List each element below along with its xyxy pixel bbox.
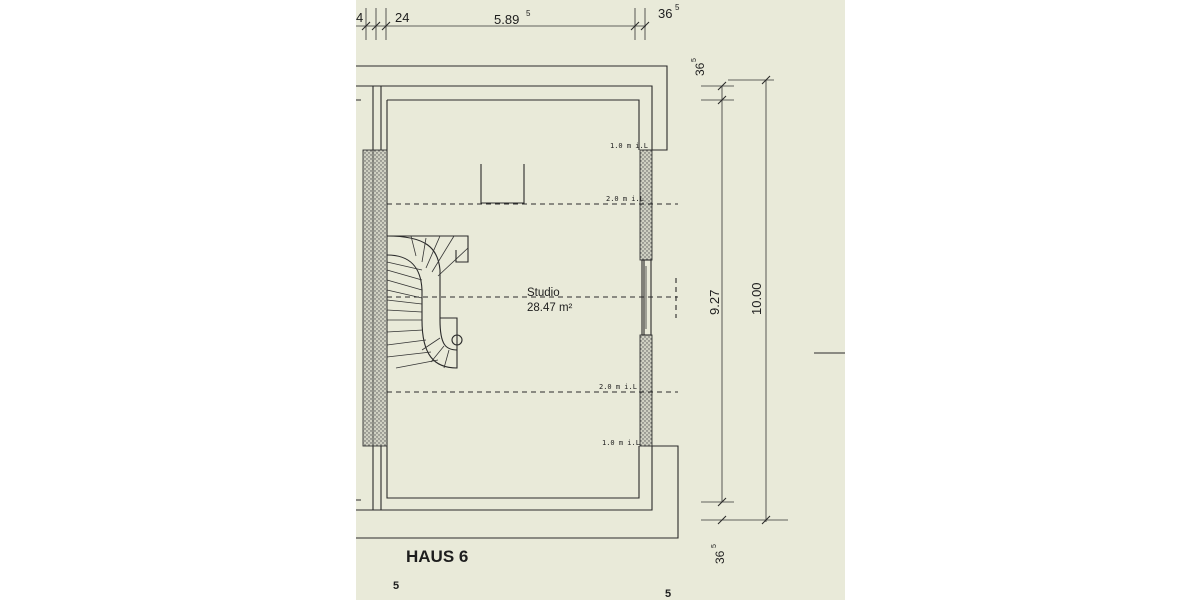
chimney-shaft: [480, 164, 525, 204]
dim-outer-height: 10.00: [749, 282, 764, 315]
right-dimension-chain: [701, 75, 788, 525]
dim-right-bottom-sup: 5: [711, 544, 718, 548]
right-wall-hatch-top: [639, 149, 653, 261]
dim-right-top-sup: 5: [691, 58, 698, 62]
dim-top-a: 24: [395, 10, 409, 25]
left-wall-hatch: [362, 149, 388, 447]
level-label-4: 1.0 m i.L: [602, 439, 640, 447]
footer-right-mark: 5: [665, 588, 671, 600]
footer-left-mark: 5: [393, 580, 399, 592]
dim-top-b-sup: 5: [526, 9, 531, 18]
staircase: [386, 235, 469, 369]
level-label-1: 1.0 m i.L: [610, 142, 648, 150]
top-dimension-chain: [356, 8, 650, 40]
dim-top-c-sup: 5: [675, 3, 680, 12]
dim-right-bottom: 36: [713, 550, 727, 564]
dim-right-top: 36: [693, 62, 707, 76]
house-label: HAUS 6: [406, 547, 468, 566]
dim-top-left-cut: 4: [356, 10, 363, 25]
right-wall-hatch-bottom: [639, 334, 653, 447]
floor-plan-drawing: 4 24 5.89 5 36 5 1.0 m i.L 2.0 m i.L 2.0…: [356, 3, 845, 600]
room-name: Studio: [527, 287, 560, 299]
level-label-3: 2.0 m i.L: [599, 383, 637, 391]
floor-plan-sheet: 4 24 5.89 5 36 5 1.0 m i.L 2.0 m i.L 2.0…: [356, 0, 845, 600]
dim-inner-height: 9.27: [707, 290, 722, 315]
dim-top-c: 36: [658, 6, 672, 21]
dim-top-b: 5.89: [494, 12, 519, 27]
room-area: 28.47 m²: [527, 302, 573, 314]
level-label-2: 2.0 m i.L: [606, 195, 644, 203]
